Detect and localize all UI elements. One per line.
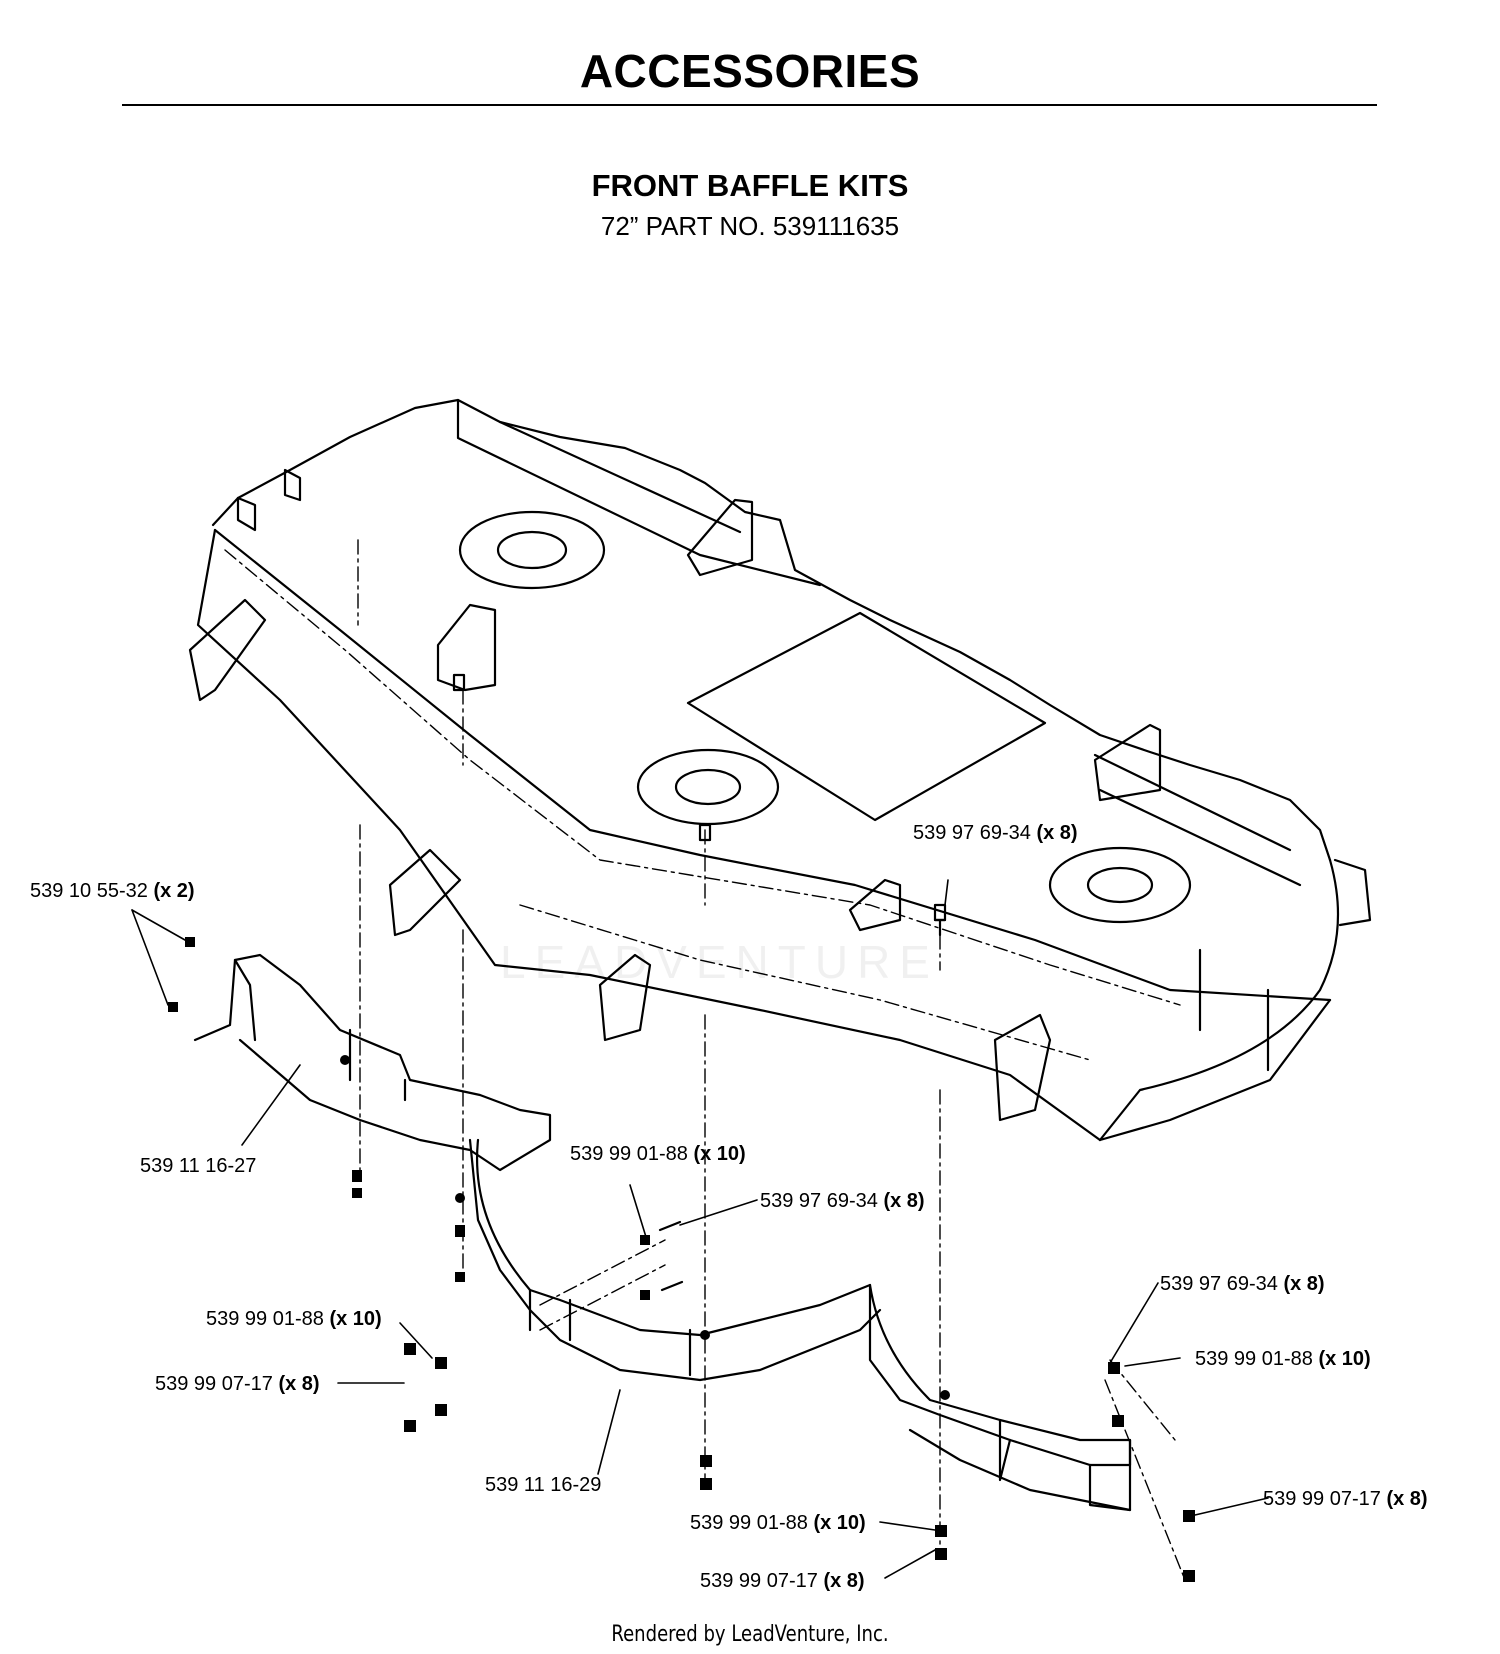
leader-lines [131, 879, 1269, 1579]
callout-539-99-07-17-left: 539 99 07-17 (x 8) [155, 1373, 320, 1395]
kit-part-number: 72” PART NO. 539111635 [600, 211, 900, 241]
callout-539-99-01-88-left: 539 99 01-88 (x 10) [206, 1308, 382, 1330]
footer-credit: Rendered by LeadVenture, Inc. [611, 1622, 889, 1647]
right-baffle [868, 1283, 1132, 1512]
callout-539-99-01-88-center: 539 99 01-88 (x 10) [570, 1143, 746, 1165]
callout-539-99-07-17-bottom: 539 99 07-17 (x 8) [700, 1570, 865, 1592]
title-divider [122, 104, 1377, 106]
callout-539-97-69-34-right: 539 97 69-34 (x 8) [1160, 1273, 1325, 1295]
page-title: ACCESSORIES [579, 45, 921, 97]
callout-539-11-16-27: 539 11 16-27 [140, 1155, 257, 1177]
callout-539-99-07-17-right: 539 99 07-17 (x 8) [1263, 1488, 1428, 1510]
watermark: LEADVENTURE [500, 936, 939, 988]
bolts [452, 673, 947, 1292]
callout-539-99-01-88-bottom: 539 99 01-88 (x 10) [690, 1512, 866, 1534]
assembly-lines [357, 539, 1186, 1581]
left-baffle [193, 953, 552, 1172]
center-baffle [468, 1138, 882, 1382]
callout-539-97-69-34-center: 539 97 69-34 (x 8) [760, 1190, 925, 1212]
mower-deck [188, 398, 1372, 1142]
callout-539-99-01-88-right: 539 99 01-88 (x 10) [1195, 1348, 1371, 1370]
callout-539-10-55-32: 539 10 55-32 (x 2) [30, 880, 195, 902]
hardware [168, 937, 1195, 1582]
kit-title: FRONT BAFFLE KITS [591, 168, 909, 203]
callout-539-97-69-34-top: 539 97 69-34 (x 8) [913, 822, 1078, 844]
callout-539-11-16-29: 539 11 16-29 [485, 1474, 602, 1496]
